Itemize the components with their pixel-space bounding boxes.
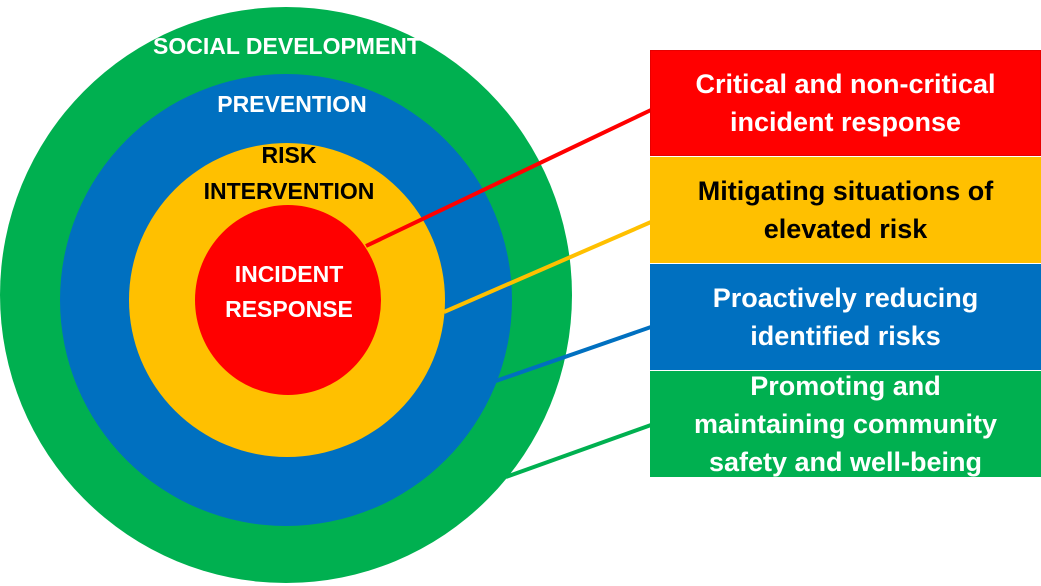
risk-box-line1: Mitigating situations of <box>697 176 994 206</box>
prevention-box-line2: identified risks <box>750 321 941 351</box>
prevention-box: Proactively reducing identified risks <box>650 264 1041 370</box>
connector-line-social <box>505 423 652 479</box>
social-box-line1: Promoting and <box>750 371 941 401</box>
connector-line-prevention <box>489 325 652 385</box>
social-box-line2: maintaining community <box>693 409 998 439</box>
social-development-label: SOCIAL DEVELOPMENT <box>153 33 421 59</box>
incident-label-line2: RESPONSE <box>225 296 353 322</box>
connector-line-incident <box>365 108 652 248</box>
incident-box-line1: Critical and non-critical <box>695 69 996 99</box>
incident-box-line2: incident response <box>729 107 962 137</box>
risk-label-line2: INTERVENTION <box>204 178 375 204</box>
prevention-box-line1: Proactively reducing <box>712 283 979 313</box>
connector-line-risk <box>443 220 652 314</box>
incident-label-line1: INCIDENT <box>235 261 344 287</box>
ring-incident-response <box>195 205 381 395</box>
risk-box-line2: elevated risk <box>763 214 928 244</box>
risk-intervention-box: Mitigating situations of elevated risk <box>650 157 1041 263</box>
social-box-line3: safety and well-being <box>708 447 983 477</box>
prevention-label: PREVENTION <box>217 91 367 117</box>
risk-label-line1: RISK <box>262 142 317 168</box>
incident-response-box: Critical and non-critical incident respo… <box>650 50 1041 156</box>
social-development-box: Promoting and maintaining community safe… <box>650 371 1041 477</box>
